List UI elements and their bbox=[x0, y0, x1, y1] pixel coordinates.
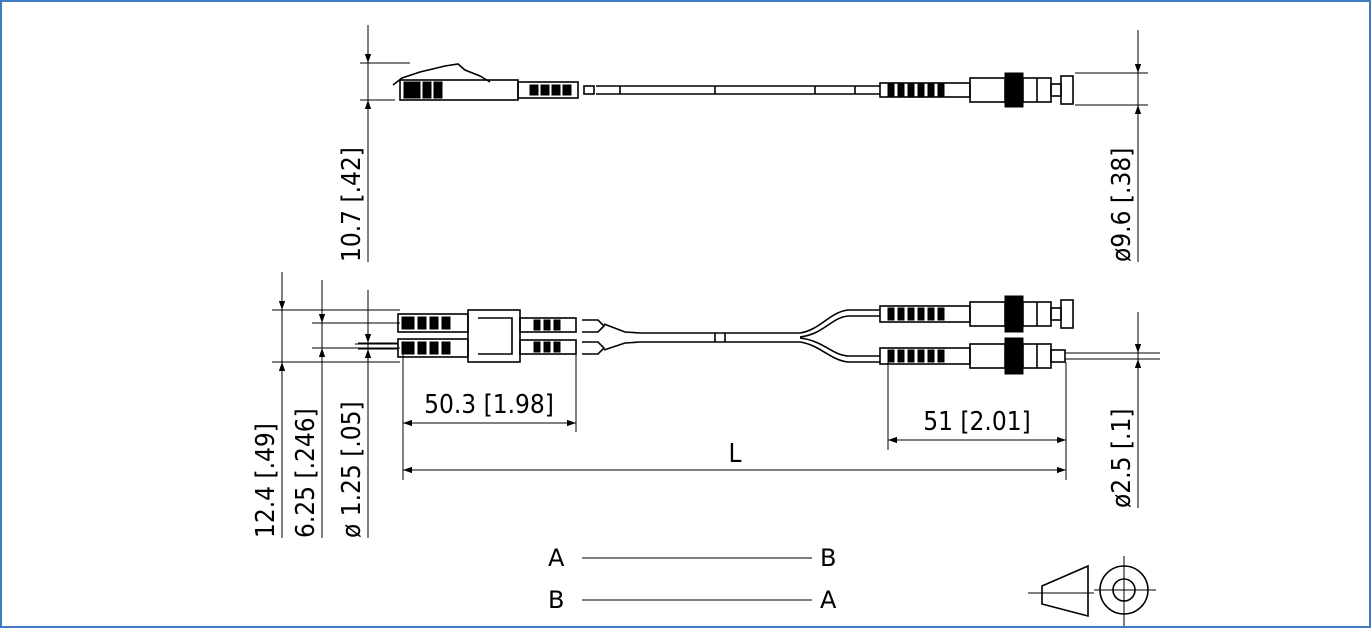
cable-zip bbox=[640, 309, 880, 363]
duplex-view-cable bbox=[355, 295, 1160, 375]
st-connector-top bbox=[879, 72, 1074, 108]
lc-breakout-boots bbox=[582, 319, 641, 355]
dim-label-overall-height: 12.4 [.49] bbox=[251, 423, 281, 538]
dim-label-total-length: L bbox=[728, 439, 741, 469]
dim-top-left-height: 10.7 [.42] bbox=[337, 25, 410, 262]
lc-duplex-connector bbox=[355, 309, 577, 363]
dim-label-st-length: 51 [2.01] bbox=[923, 407, 1031, 437]
polarity-row1-left: A bbox=[548, 544, 565, 572]
st-connector-lower bbox=[879, 337, 1160, 375]
dim-label-pitch: 6.25 [.246] bbox=[291, 408, 321, 538]
dim-label-ferrule-diameter: ø 1.25 [.05] bbox=[337, 401, 367, 538]
dim-lc-length: 50.3 [1.98] bbox=[402, 340, 577, 480]
dim-total-length: L bbox=[403, 439, 1066, 474]
dim-top-right-diameter: ø9.6 [.38] bbox=[1075, 30, 1148, 262]
dim-overall-height: 12.4 [.49] bbox=[251, 272, 400, 538]
dim-label-top-left-height: 10.7 [.42] bbox=[337, 147, 367, 262]
cable-top bbox=[596, 85, 880, 95]
dim-label-cable-diameter: ø2.5 [.1] bbox=[1107, 409, 1137, 508]
st-connector-upper bbox=[879, 295, 1074, 333]
polarity-diagram: A B B A bbox=[548, 544, 837, 614]
dim-pitch: 6.25 [.246] bbox=[291, 280, 400, 538]
lc-connector-top bbox=[392, 63, 595, 101]
polarity-row1-right: B bbox=[820, 544, 836, 572]
dim-label-top-right-diameter: ø9.6 [.38] bbox=[1107, 148, 1137, 262]
polarity-row2-right: A bbox=[820, 586, 837, 614]
dim-st-length: 51 [2.01] bbox=[887, 362, 1067, 480]
dim-ferrule-diameter: ø 1.25 [.05] bbox=[337, 290, 398, 538]
third-angle-projection-icon bbox=[1028, 556, 1156, 626]
dim-cable-diameter: ø2.5 [.1] bbox=[1107, 312, 1142, 508]
dim-label-lc-length: 50.3 [1.98] bbox=[424, 390, 554, 420]
top-view-cable bbox=[392, 63, 1074, 108]
polarity-row2-left: B bbox=[548, 586, 564, 614]
